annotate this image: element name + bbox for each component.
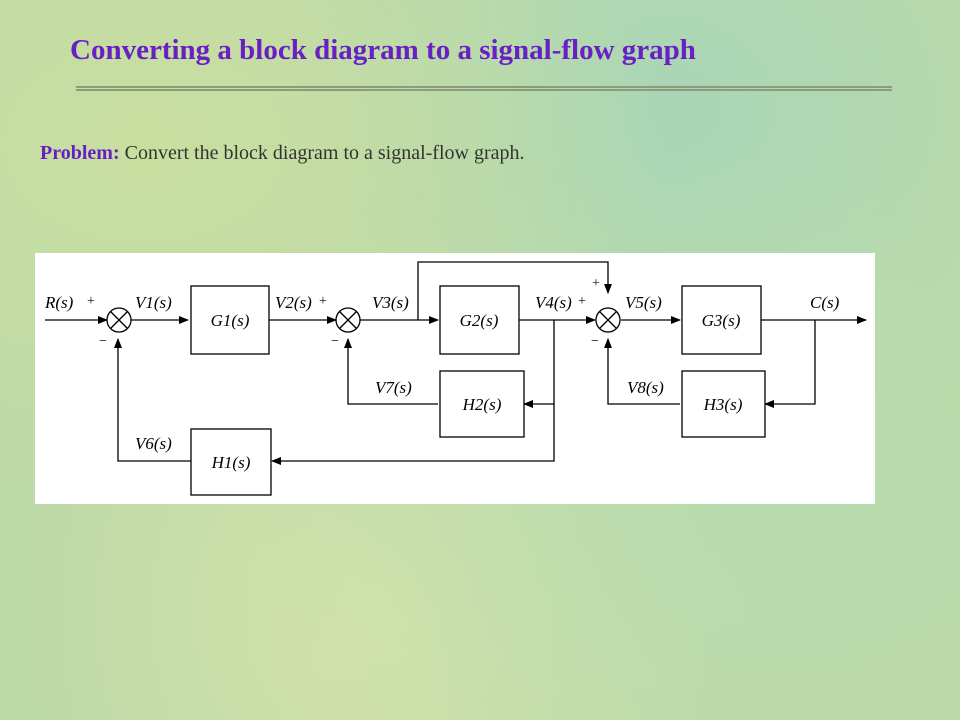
block-g3 bbox=[681, 285, 762, 355]
sign-sj3-plus-top: + bbox=[592, 276, 600, 291]
block-diagram: G1(s) G2(s) G3(s) H2(s) H3(s) H1(s) R(s)… bbox=[35, 253, 875, 504]
signal-v6-label: V6(s) bbox=[135, 434, 172, 453]
wire-v6 bbox=[114, 338, 191, 462]
block-h2-label: H2(s) bbox=[462, 395, 502, 414]
wire-feedforward bbox=[417, 261, 612, 320]
input-label: R(s) bbox=[44, 293, 74, 312]
summing-junction-2 bbox=[335, 307, 361, 333]
block-h3 bbox=[681, 370, 766, 438]
signal-v5-label: V5(s) bbox=[625, 293, 662, 312]
problem-statement: Problem: Convert the block diagram to a … bbox=[40, 142, 525, 165]
summing-junction-3 bbox=[595, 307, 621, 333]
signal-v1-label: V1(s) bbox=[135, 293, 172, 312]
block-h1-label: H1(s) bbox=[211, 453, 251, 472]
block-g1 bbox=[190, 285, 270, 355]
signal-v3-label: V3(s) bbox=[372, 293, 409, 312]
problem-label: Problem: bbox=[40, 142, 120, 164]
signal-v7-label: V7(s) bbox=[375, 378, 412, 397]
wire-v8 bbox=[604, 338, 680, 405]
title-divider bbox=[76, 86, 892, 91]
sign-sj1-minus: − bbox=[99, 334, 107, 349]
block-g2-label: G2(s) bbox=[460, 311, 499, 330]
sign-sj2-plus: + bbox=[319, 294, 327, 309]
signal-v4-label: V4(s) bbox=[535, 293, 572, 312]
wire-v7 bbox=[344, 338, 438, 405]
block-h3-label: H3(s) bbox=[703, 395, 743, 414]
output-label: C(s) bbox=[810, 293, 840, 312]
block-g2 bbox=[439, 285, 520, 355]
signal-v8-label: V8(s) bbox=[627, 378, 664, 397]
signal-v2-label: V2(s) bbox=[275, 293, 312, 312]
sign-sj2-minus: − bbox=[331, 334, 339, 349]
wire-v4-to-h1 bbox=[271, 404, 555, 465]
sign-sj3-minus: − bbox=[591, 334, 599, 349]
problem-text: Convert the block diagram to a signal-fl… bbox=[124, 142, 525, 164]
page-title: Converting a block diagram to a signal-f… bbox=[70, 34, 696, 66]
summing-junction-1 bbox=[106, 307, 132, 333]
block-h1 bbox=[190, 428, 272, 496]
wire-v4-to-h2 bbox=[523, 320, 555, 408]
block-g1-label: G1(s) bbox=[211, 311, 250, 330]
block-h2 bbox=[439, 370, 525, 438]
sign-sj3-plus-left: + bbox=[578, 294, 586, 309]
block-g3-label: G3(s) bbox=[702, 311, 741, 330]
block-diagram-svg: G1(s) G2(s) G3(s) H2(s) H3(s) H1(s) R(s)… bbox=[44, 261, 867, 496]
wire-c-to-h3 bbox=[764, 320, 816, 408]
sign-sj1-plus: + bbox=[87, 294, 95, 309]
